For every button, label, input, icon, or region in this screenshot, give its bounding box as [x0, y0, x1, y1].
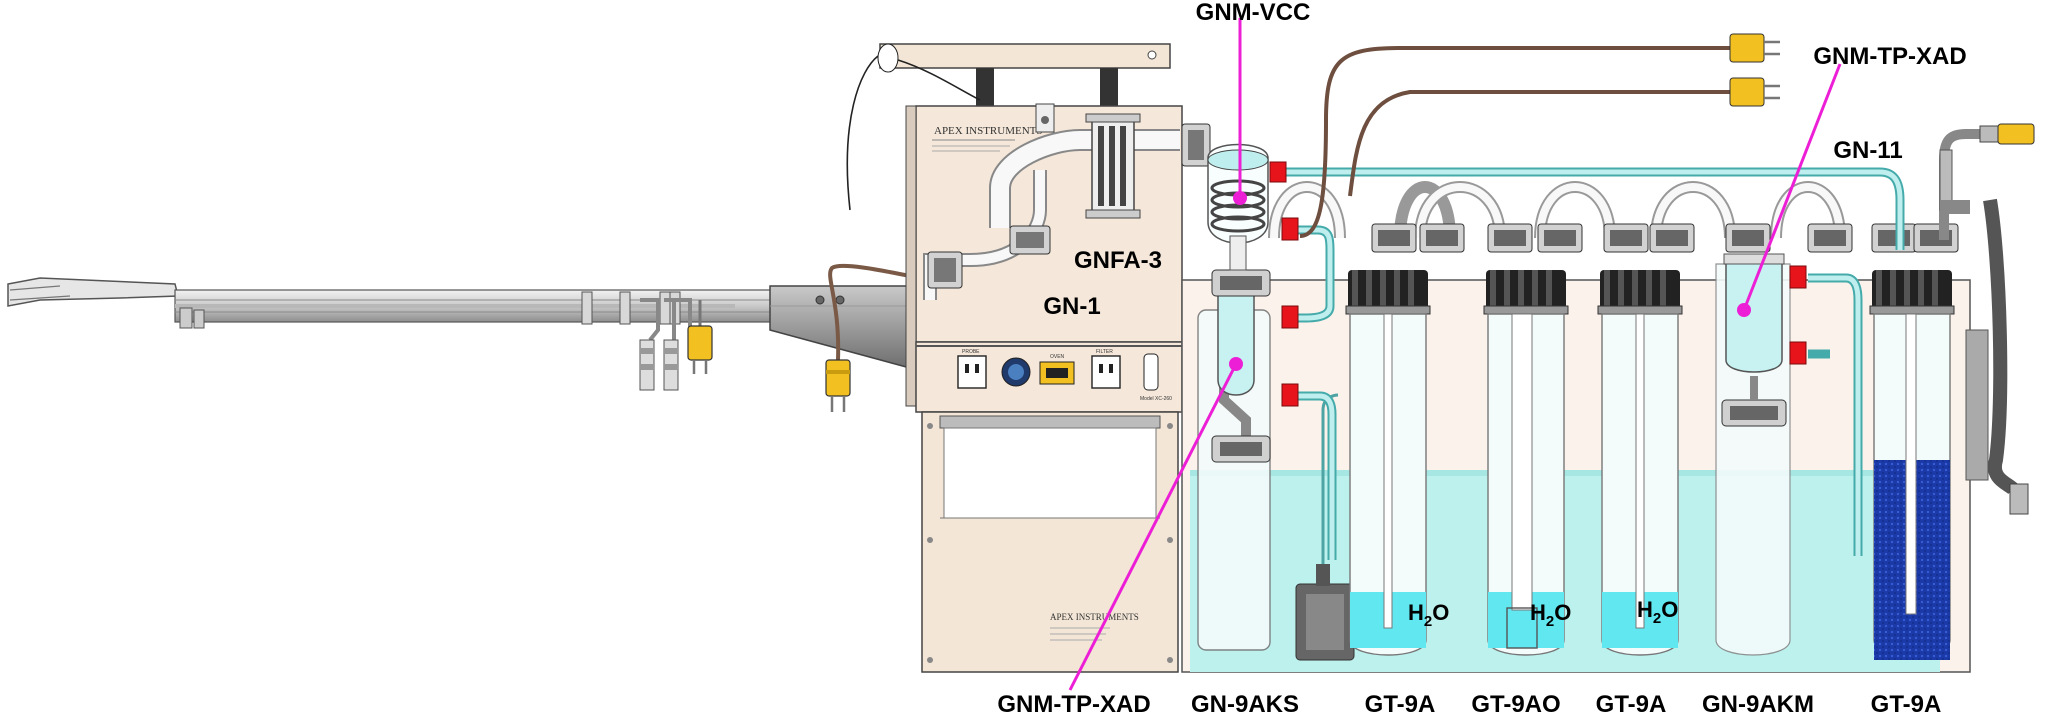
impinger-gt-9a-silica	[1869, 270, 1955, 660]
recirculation-pump	[1295, 393, 1355, 661]
clamp-row	[1371, 223, 1959, 253]
svg-text:H2O: H2O	[1530, 600, 1571, 630]
gn-11-umbilical	[1939, 123, 2035, 515]
lower-cabinet: APEX INSTRUMENTS	[921, 411, 1179, 673]
water-label: H2O	[1530, 600, 1571, 630]
impinger-gt-9a-1	[1345, 270, 1431, 656]
label-gnfa-3: GNFA-3	[1074, 247, 1162, 274]
svg-text:APEX INSTRUMENTS: APEX INSTRUMENTS	[1050, 612, 1139, 622]
gnm-vcc-condenser	[1207, 143, 1269, 271]
h2o-indicator	[1143, 353, 1159, 391]
water-label: H2O	[1408, 600, 1449, 630]
svg-text:FILTER: FILTER	[1096, 349, 1113, 355]
label-gt-9ao: GT-9AO	[1471, 691, 1560, 714]
water-h: H	[1408, 600, 1424, 625]
water-o: O	[1432, 600, 1449, 625]
impinger-gt-9ao	[1483, 270, 1569, 656]
svg-text:APEX INSTRUMENTS: APEX INSTRUMENTS	[934, 125, 1042, 137]
clamp	[1181, 123, 1211, 167]
label-gnm-vcc: GNM-VCC	[1196, 0, 1311, 26]
water-2: 2	[1653, 610, 1661, 627]
outlet-probe	[957, 355, 987, 389]
clamp	[1009, 225, 1051, 255]
label-gnm-tp-xad-bottom: GNM-TP-XAD	[997, 691, 1150, 714]
impinger-gt-9a-2	[1597, 270, 1683, 656]
apex-logo-top: APEX INSTRUMENTS	[932, 125, 1042, 152]
transfer-lines	[1276, 167, 1905, 560]
sample-probe	[7, 277, 911, 391]
u-tube-connectors	[1268, 181, 1846, 239]
label-gnm-tp-xad-top: GNM-TP-XAD	[1813, 43, 1966, 70]
svg-text:H2O: H2O	[1408, 600, 1449, 630]
label-gn-9akm: GN-9AKM	[1702, 691, 1814, 714]
probe-thermocouple	[825, 263, 911, 412]
water-label: H2O	[1637, 597, 1678, 627]
control-panel: PROBE OVEN FILTER Model XC-260	[915, 341, 1183, 413]
water-2: 2	[1546, 613, 1554, 630]
clamp	[927, 251, 963, 289]
component-labels: GN-9AKS GT-9A GT-9AO GT-9A GN-9AKM GT-9A	[1191, 691, 1941, 714]
label-gt-9a-2: GT-9A	[1596, 691, 1667, 714]
water-o: O	[1661, 597, 1678, 622]
water-h: H	[1637, 597, 1653, 622]
label-gt-9a-1: GT-9A	[1365, 691, 1436, 714]
svg-text:PROBE: PROBE	[962, 349, 980, 355]
red-connectors	[1269, 161, 1807, 407]
thermocouple-leads	[1299, 33, 1780, 238]
water-h: H	[1530, 600, 1546, 625]
callouts	[1068, 18, 1842, 691]
gn-9akm-trap	[1715, 253, 1791, 656]
oven-box: APEX INSTRUMENTS	[846, 43, 1211, 407]
label-gn-1: GN-1	[1043, 293, 1100, 320]
label-gn-9aks: GN-9AKS	[1191, 691, 1299, 714]
outlet-filter	[1091, 355, 1121, 389]
water-o: O	[1554, 600, 1571, 625]
gn-9aks-knockout	[1197, 269, 1271, 651]
svg-text:OVEN: OVEN	[1050, 354, 1065, 360]
label-gt-9a-3: GT-9A	[1871, 691, 1942, 714]
svg-text:Model XC-260: Model XC-260	[1140, 396, 1172, 402]
svg-text:H2O: H2O	[1637, 597, 1678, 627]
water-2: 2	[1424, 613, 1432, 630]
label-gn-11: GN-11	[1833, 137, 1902, 164]
